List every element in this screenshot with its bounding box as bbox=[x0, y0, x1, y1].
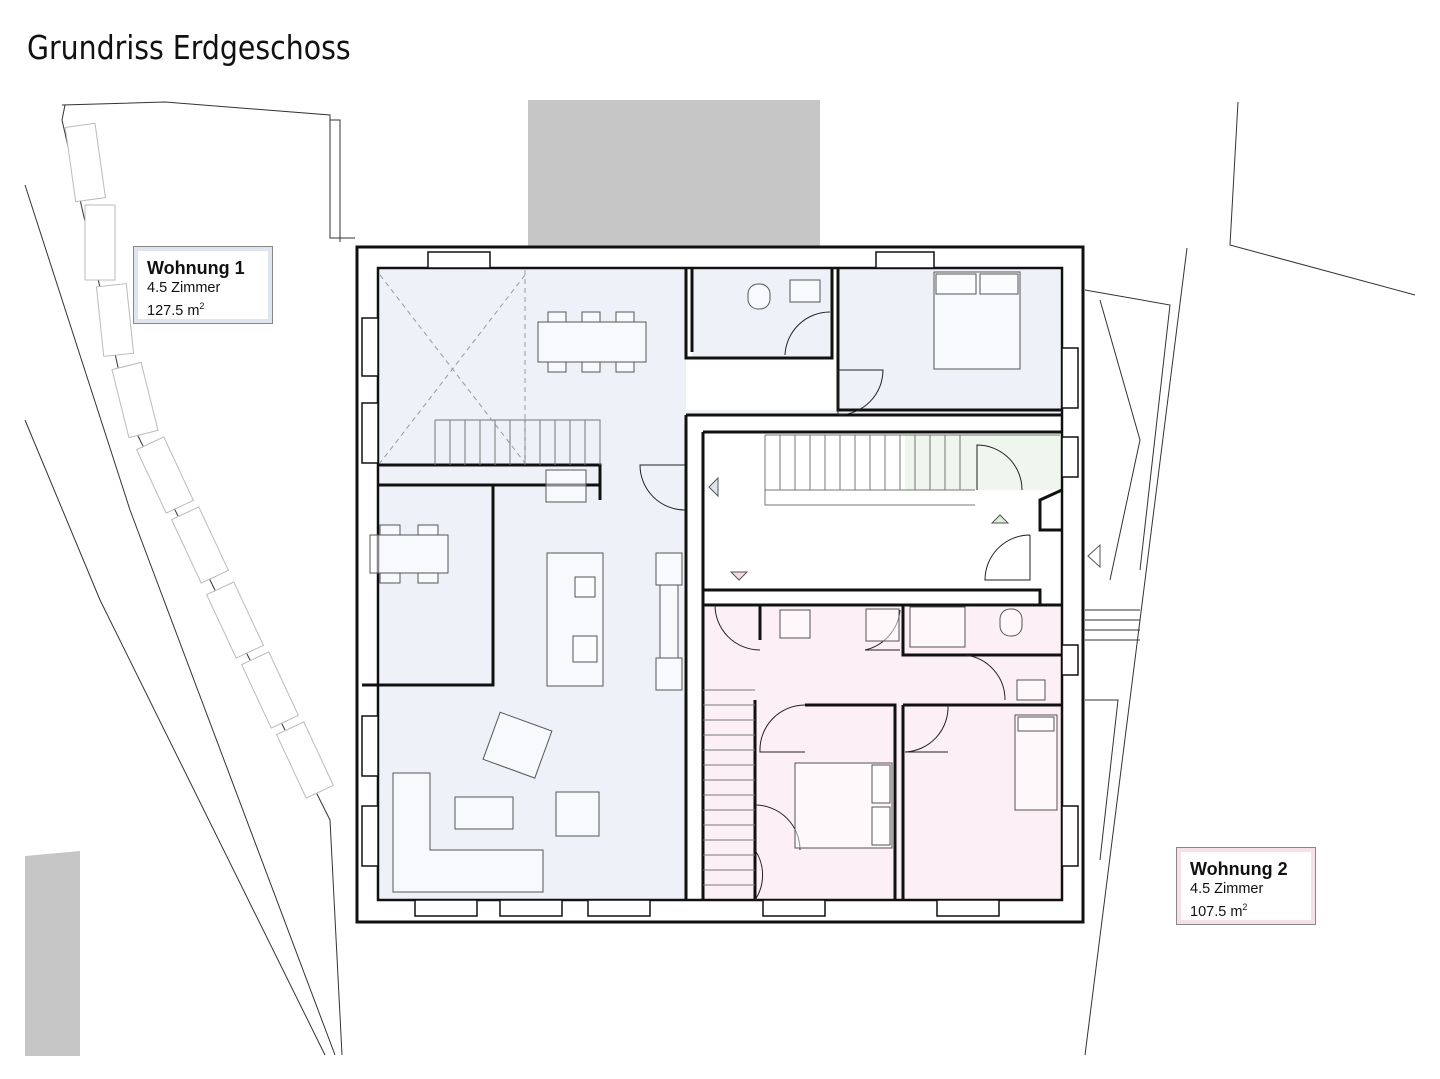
unit-area-exp: 2 bbox=[1242, 902, 1248, 912]
unit-rooms: 4.5 Zimmer bbox=[147, 280, 221, 296]
wohnung-2-area bbox=[703, 605, 1061, 900]
entry-markers bbox=[708, 476, 1101, 581]
unit-area-value: 127.5 m bbox=[147, 302, 200, 319]
walls bbox=[355, 245, 1085, 924]
page-title: Grundriss Erdgeschoss bbox=[27, 28, 351, 67]
unit-rooms: 4.5 Zimmer bbox=[1190, 881, 1264, 897]
doors bbox=[639, 311, 1031, 901]
hedge bbox=[64, 122, 335, 799]
unit-label-wohnung-1: Wohnung 1 4.5 Zimmer 127.5 m2 bbox=[133, 246, 273, 324]
stairs bbox=[434, 419, 1060, 886]
unit-name: Wohnung 2 bbox=[1190, 859, 1288, 879]
unit-area-value: 107.5 m bbox=[1190, 903, 1243, 920]
unit-area: 107.5 m2 bbox=[1190, 898, 1301, 921]
entrance-arrow-stair bbox=[990, 514, 1010, 524]
unit-area-exp: 2 bbox=[199, 301, 205, 311]
stair-landing bbox=[905, 435, 1060, 490]
entrance-arrow-wohnung-1 bbox=[708, 476, 719, 498]
wohnung-1-area bbox=[378, 268, 1060, 900]
site-lines bbox=[24, 101, 1416, 1056]
main-entrance-arrow bbox=[1087, 543, 1101, 569]
neighbor-building-north bbox=[528, 100, 820, 246]
unit-area: 127.5 m2 bbox=[147, 297, 258, 320]
furniture bbox=[369, 271, 1058, 893]
entrance-arrow-wohnung-2 bbox=[729, 571, 749, 581]
unit-label-wohnung-2: Wohnung 2 4.5 Zimmer 107.5 m2 bbox=[1176, 847, 1316, 925]
void-lines bbox=[379, 270, 526, 464]
neighbor-building-southwest bbox=[25, 851, 80, 1056]
windows bbox=[361, 251, 1079, 917]
unit-name: Wohnung 1 bbox=[147, 258, 245, 278]
